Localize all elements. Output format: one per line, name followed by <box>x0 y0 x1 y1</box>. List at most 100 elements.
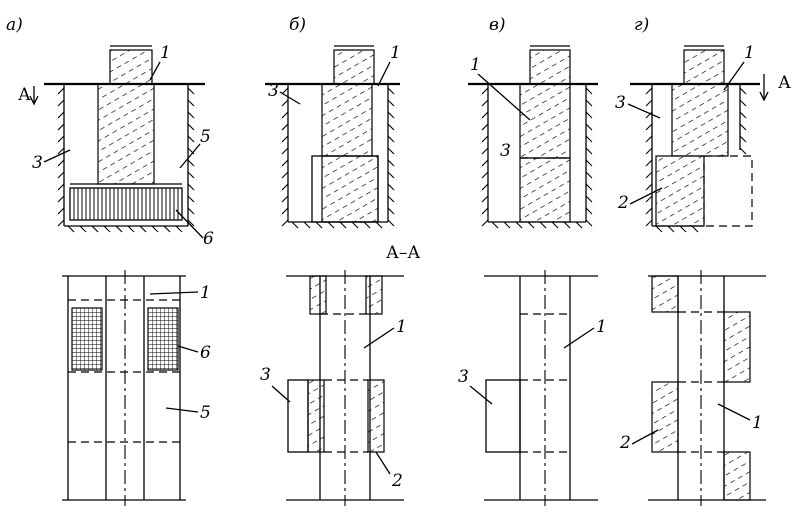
soil-tick <box>187 87 195 95</box>
soil-tick <box>387 135 395 143</box>
panel-v-plan: 1 3 <box>458 270 607 506</box>
soil-tick <box>645 207 653 215</box>
panel-b-elevation: б) 3 1 <box>265 15 401 223</box>
soil-tick <box>387 207 395 215</box>
panel-g-elevation: г) 1 3 2 А <box>615 15 791 227</box>
soil-tick <box>175 225 183 233</box>
soil-tick <box>375 221 383 229</box>
soil-tick <box>187 207 195 215</box>
soil-tick <box>585 99 593 107</box>
soil-tick <box>91 225 99 233</box>
soil-tick <box>645 159 653 167</box>
new-foundation-part <box>655 155 705 227</box>
soil-tick <box>79 225 87 233</box>
label-3: 3 <box>268 81 279 101</box>
soil-tick <box>281 111 289 119</box>
new-foundation-part <box>367 379 385 453</box>
soil-tick <box>281 123 289 131</box>
soil-tick <box>575 221 583 229</box>
plan-label-1: 1 <box>200 283 211 303</box>
soil-tick <box>645 147 653 155</box>
soil-tick <box>387 111 395 119</box>
soil-tick <box>281 87 289 95</box>
soil-tick <box>481 99 489 107</box>
soil-tick <box>57 195 65 203</box>
soil-tick <box>585 123 593 131</box>
plan-label-2: 2 <box>619 433 631 453</box>
soil-tick <box>163 225 171 233</box>
soil-tick <box>527 221 535 229</box>
soil-tick <box>57 207 65 215</box>
soil-tick <box>387 87 395 95</box>
soil-tick <box>127 225 135 233</box>
new-foundation-part <box>321 155 379 223</box>
support-beam <box>69 187 183 221</box>
soil-tick <box>151 225 159 233</box>
soil-tick <box>481 207 489 215</box>
soil-tick <box>585 111 593 119</box>
reinforcement-mesh <box>147 307 179 371</box>
soil-tick <box>691 225 699 233</box>
soil-tick <box>281 183 289 191</box>
new-foundation-part <box>723 311 751 383</box>
soil-tick <box>585 135 593 143</box>
soil-tick <box>387 147 395 155</box>
soil-tick <box>481 147 489 155</box>
soil-tick <box>645 123 653 131</box>
new-foundation-part <box>723 451 751 501</box>
soil-tick <box>187 111 195 119</box>
soil-tick <box>645 135 653 143</box>
panel-a-elevation: а) А 1 3 5 6 <box>6 15 214 249</box>
soil-tick <box>281 135 289 143</box>
soil-tick <box>481 111 489 119</box>
soil-tick <box>57 171 65 179</box>
label-3: 3 <box>32 153 43 173</box>
panel-a-letter: а) <box>6 15 23 35</box>
plan-label-1: 1 <box>596 317 607 337</box>
soil-tick <box>585 87 593 95</box>
new-foundation-part <box>365 275 383 315</box>
soil-tick <box>481 183 489 191</box>
soil-tick <box>57 147 65 155</box>
soil-tick <box>585 159 593 167</box>
soil-tick <box>327 221 335 229</box>
soil-tick <box>585 171 593 179</box>
plan-label-5: 5 <box>200 403 211 423</box>
soil-tick <box>551 221 559 229</box>
soil-tick <box>739 99 747 107</box>
soil-tick <box>739 123 747 131</box>
section-title: А–А <box>386 243 420 263</box>
soil-tick <box>645 87 653 95</box>
label-6: 6 <box>203 229 214 249</box>
soil-tick <box>585 195 593 203</box>
soil-tick <box>187 99 195 107</box>
soil-tick <box>645 195 653 203</box>
soil-tick <box>187 219 195 227</box>
soil-tick <box>645 183 653 191</box>
existing-foundation <box>671 83 729 157</box>
soil-tick <box>667 225 675 233</box>
soil-tick <box>57 219 65 227</box>
soil-tick <box>739 111 747 119</box>
panel-v-elevation: в) 1 3 <box>468 15 598 223</box>
soil-tick <box>187 159 195 167</box>
soil-tick <box>645 171 653 179</box>
soil-tick <box>503 221 511 229</box>
soil-tick <box>387 171 395 179</box>
soil-tick <box>387 183 395 191</box>
soil-tick <box>281 99 289 107</box>
plan-label-6: 6 <box>200 343 211 363</box>
panel-a-plan: 1 6 5 <box>62 270 211 506</box>
soil-tick <box>387 123 395 131</box>
soil-tick <box>645 219 653 227</box>
soil-tick <box>679 225 687 233</box>
soil-tick <box>655 225 663 233</box>
soil-tick <box>585 219 593 227</box>
label-1: 1 <box>744 43 755 63</box>
soil-tick <box>187 147 195 155</box>
new-foundation-part <box>651 275 679 313</box>
panel-v-letter: в) <box>489 15 506 35</box>
soil-tick <box>57 111 65 119</box>
new-foundation-part <box>651 381 679 453</box>
soil-hatching <box>57 87 747 233</box>
